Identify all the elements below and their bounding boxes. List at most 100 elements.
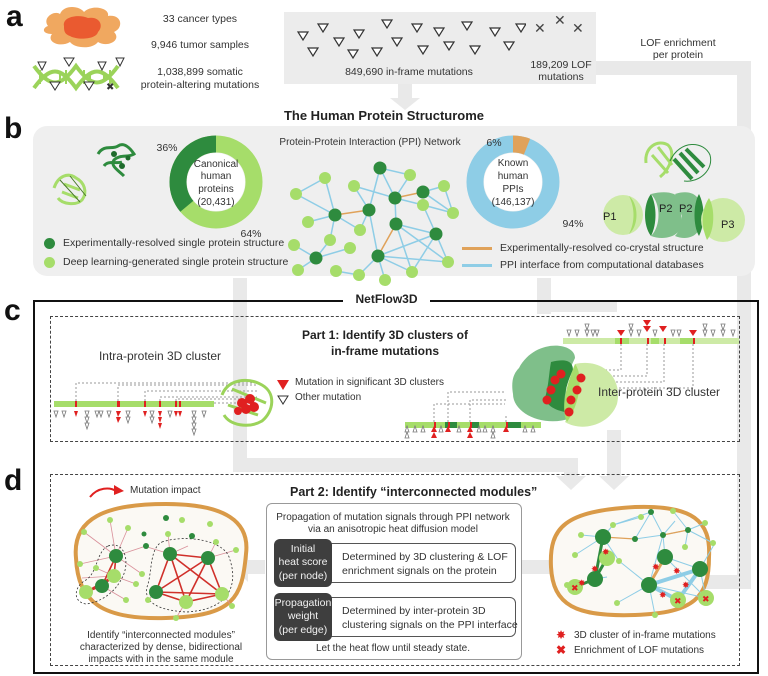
ppi-network-title: Protein-Protein Interaction (PPI) Networ… <box>279 137 461 148</box>
step1-label-line3: (per node) <box>278 569 328 582</box>
interface-diagram: P1 P2 P2 P3 <box>603 192 745 242</box>
step1-text-line1: Determined by 3D clustering & LOF <box>342 551 508 563</box>
step2-text-line2: clustering signals on the PPI interface <box>342 619 518 631</box>
donut2-center-line4: (146,137) <box>491 197 535 208</box>
mutation-impact-label: Mutation impact <box>130 485 201 496</box>
legend-other-mutation: Other mutation <box>295 392 362 403</box>
interconnected-modules-graphic <box>73 501 249 621</box>
svg-text:✖: ✖ <box>106 82 114 93</box>
step1-description-box <box>318 543 516 583</box>
legend-3d-cluster: 3D cluster of in-frame mutations <box>574 630 716 641</box>
donut1-pct-dark: 36% <box>156 142 178 154</box>
lof-enrichment-line1: LOF enrichment <box>640 37 716 49</box>
svg-text:P2: P2 <box>679 203 692 215</box>
lof-mutations-box <box>526 12 596 84</box>
lof-count-label: 189,209 LOF <box>530 59 592 71</box>
panel-letter-b: b <box>4 112 23 145</box>
lof-cross-icon: ✕ <box>572 20 584 36</box>
donut2-center-line1: Known <box>497 158 529 169</box>
propagation-line2: via an anisotropic heat diffusion model <box>308 524 478 535</box>
protein-structure-dark-icon <box>96 143 137 178</box>
structurome-title: The Human Protein Structurome <box>283 108 485 123</box>
lof-mutations-label: mutations <box>538 71 584 83</box>
white-triangle-icon <box>277 395 289 405</box>
step2-label-line3: (per edge) <box>278 623 328 636</box>
heat-network-graphic: ✸✸✸✸ ✸✸✸ ✖✖✖ <box>548 504 716 618</box>
step1-text-line2: enrichment signals on the protein <box>342 565 497 577</box>
module-caption-line1: Identify “interconnected modules” <box>87 630 235 641</box>
orange-line-icon <box>462 246 492 250</box>
legend-label: Experimentally-resolved single protein s… <box>63 237 285 249</box>
known-ppis-donut <box>466 135 560 229</box>
svg-text:✸: ✸ <box>682 581 690 591</box>
legend-label: Deep learning-generated single protein s… <box>63 256 289 268</box>
inframe-triangles-icon <box>296 19 528 60</box>
donut1-center-line4: (20,431) <box>197 197 235 208</box>
donut2-pct-blue: 94% <box>562 218 584 230</box>
lof-cross-icon: ✕ <box>554 12 566 28</box>
panel-letter-c: c <box>4 294 21 327</box>
svg-text:✸: ✸ <box>602 548 610 558</box>
part1-title-line2: in-frame mutations <box>330 344 439 358</box>
step1-label-line2: heat score <box>278 556 328 569</box>
light-green-dot-icon <box>44 256 55 268</box>
svg-text:✸: ✸ <box>578 579 586 589</box>
dna-mutations-icon: ✖ <box>32 57 125 93</box>
red-star-icon: ✸ <box>556 628 567 642</box>
donut1-center-line3: proteins <box>198 184 234 195</box>
svg-text:✸: ✸ <box>591 565 599 575</box>
netflow3d-frame <box>33 300 759 674</box>
stat-mutations-line2: protein-altering mutations <box>140 79 260 91</box>
ppi-network-graph <box>288 161 459 286</box>
step1-label-line1: Initial <box>290 542 316 555</box>
lof-cross-icon: ✕ <box>534 20 546 36</box>
legend-lof-enrichment: Enrichment of LOF mutations <box>574 645 705 656</box>
inter-protein-cluster-graphic <box>404 320 739 439</box>
stat-mutations-line1: 1,038,899 somatic <box>157 66 243 78</box>
netflow3d-title: NetFlow3D <box>355 292 418 306</box>
step2-text-line1: Determined by inter-protein 3D <box>342 605 486 617</box>
donut1-pct-light: 64% <box>240 228 262 240</box>
svg-text:✸: ✸ <box>659 591 667 601</box>
step2-description-box <box>318 597 516 637</box>
legend-computational-ppi: PPI interface from computational databas… <box>462 259 704 271</box>
legend-experimental-structure: Experimentally-resolved single protein s… <box>44 237 284 249</box>
step2-label-line2: weight <box>287 610 319 623</box>
svg-text:✖: ✖ <box>702 595 710 605</box>
legend-label: Experimentally-resolved co-crystal struc… <box>500 242 704 254</box>
donut1-center-line2: human <box>200 171 232 182</box>
inframe-mutations-label: 849,690 in-frame mutations <box>345 66 473 78</box>
red-triangle-icon <box>277 380 289 390</box>
svg-text:P3: P3 <box>721 219 734 231</box>
steady-state-label: Let the heat flow until steady state. <box>316 643 470 654</box>
legend-deep-learning-structure: Deep learning-generated single protein s… <box>44 256 288 268</box>
dark-green-dot-icon <box>44 237 55 249</box>
frame-top-left <box>33 300 343 302</box>
lof-enrichment-line2: per protein <box>652 49 704 61</box>
panel-letter-d: d <box>4 464 23 497</box>
intra-protein-cluster-graphic <box>53 378 274 437</box>
protein-structure-light-icon <box>52 173 87 206</box>
donut2-center-line3: PPIs <box>502 184 524 195</box>
frame-top-right <box>430 300 757 302</box>
part1-dashed-box <box>50 316 740 442</box>
step2-label-box: Propagation weight (per edge) <box>274 593 332 641</box>
stat-cancer-types: 33 cancer types <box>162 13 238 25</box>
legend-co-crystal: Experimentally-resolved co-crystal struc… <box>462 242 704 254</box>
svg-text:✸: ✸ <box>652 563 660 573</box>
part2-dashed-box <box>50 474 740 666</box>
legend-label: PPI interface from computational databas… <box>500 259 704 271</box>
propagation-line1: Propagation of mutation signals through … <box>276 512 510 523</box>
stat-tumor-samples: 9,946 tumor samples <box>150 39 250 51</box>
svg-text:✖: ✖ <box>674 597 682 607</box>
blue-line-icon <box>462 263 492 267</box>
step2-label-line1: Propagation <box>274 596 332 609</box>
donut1-center-line1: Canonical <box>193 159 239 170</box>
cancer-cell-icon <box>43 7 121 48</box>
part2-title: Part 2: Identify “interconnected modules… <box>290 485 538 499</box>
svg-text:P2: P2 <box>659 203 672 215</box>
p1-label: P1 <box>603 211 616 223</box>
svg-text:✸: ✸ <box>673 567 681 577</box>
co-crystal-structure-icon <box>644 141 712 182</box>
mutation-impact-arrow-icon <box>89 485 124 498</box>
